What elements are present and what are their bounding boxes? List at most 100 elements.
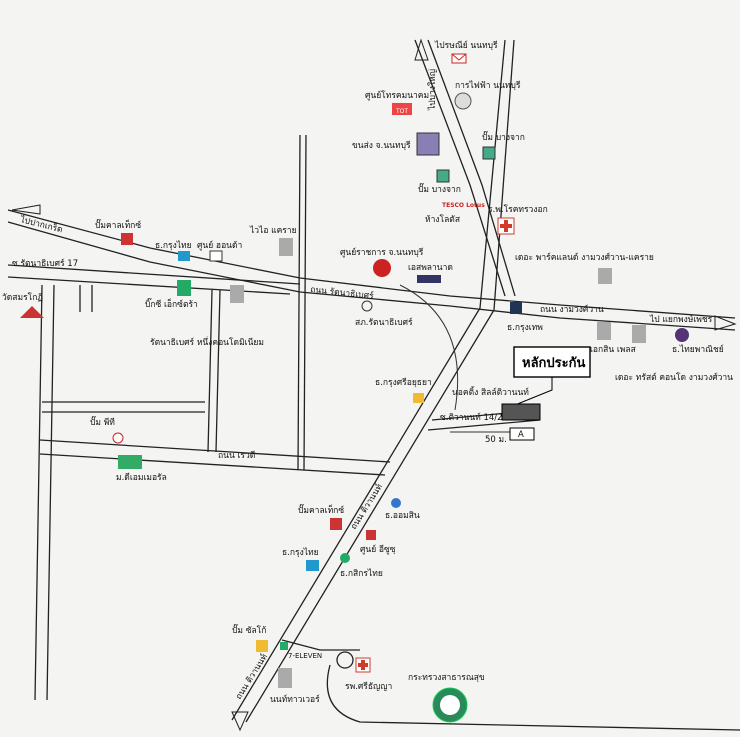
label-sport: นอคติ้ง สิลล์ติวานนท์ <box>452 386 529 398</box>
label-tiwanon: ถนน ติวานนท์ <box>348 482 385 532</box>
label-ktb-1: ธ.กรุงไทย <box>155 240 192 251</box>
northwest-road-a <box>414 39 506 297</box>
building-icon-ekachai <box>597 322 611 340</box>
label-ktb-2: ธ.กรุงไทย <box>282 547 319 558</box>
label-esplanade: เอสพลานาด <box>408 263 453 273</box>
bbl-icon <box>510 302 522 314</box>
garuda-icon <box>373 259 391 277</box>
building-icon-tower <box>278 668 292 688</box>
building-icon-wiwai <box>279 238 293 256</box>
label-tot: ศูนย์โทรคมนาคม <box>365 90 429 101</box>
label-soi-17: ซ.รัตนาธิเบศร์ 17 <box>12 258 78 269</box>
esplanade-logo <box>417 275 441 283</box>
bay-icon <box>413 393 424 403</box>
kbank-icon <box>340 553 350 563</box>
label-parkland: เดอะ พาร์คแลนด์ งามวงศ์วาน-แคราย <box>515 252 654 263</box>
label-sriya-hospital: รพ.ศรีธัญญา <box>345 681 392 692</box>
rewadi-road-b <box>39 453 386 476</box>
label-temple: วัดสมรโกฏิ <box>2 292 43 303</box>
label-isuzu: ศูนย์ อีซูซุ <box>360 544 396 555</box>
label-bigc: บิ๊กซี เอ็กซ์ตร้า <box>145 297 198 310</box>
mid-vertical-left <box>207 289 221 453</box>
arrow-right <box>714 315 737 331</box>
label-ptt-pt: ปั๊ม พีที <box>90 415 115 428</box>
target-plot <box>501 403 541 421</box>
label-post-office: ไปรษณีย์ นนทบุรี <box>434 40 498 51</box>
tesco-logo: TESCO Lotus <box>442 202 485 209</box>
roundabout <box>336 651 354 669</box>
label-ekachai: เอกสิน เพลส <box>590 345 637 355</box>
seven-icon <box>280 642 288 650</box>
arrow-up <box>414 38 429 61</box>
label-bbl: ธ.กรุงเทพ <box>507 323 543 333</box>
northwest-road-b <box>427 39 516 297</box>
label-shell: ปั๊ม ซัลโก้ <box>232 623 266 636</box>
label-condo: รัตนาธิเบศร์ หนึ่งคอนโดมิเนียม <box>150 336 264 348</box>
caltex-icon <box>121 233 133 245</box>
label-tower: นนท์ทาวเวอร์ <box>270 694 320 705</box>
label-wiwai: ไวไอ แคราย <box>249 225 297 236</box>
label-caltex-1: ปั๊มคาลเท็กซ์ <box>95 218 141 231</box>
ministry-seal-icon <box>432 687 468 723</box>
target-box: หลักประกัน <box>513 346 591 378</box>
marker-a-box <box>509 427 535 441</box>
hospital-cross-icon-2 <box>355 657 371 673</box>
left-stub <box>79 285 93 312</box>
building-icon-diamond <box>118 455 142 469</box>
label-bangchak-2: ปั๊ม บางจาก <box>418 182 461 195</box>
caltex-icon-2 <box>330 518 342 530</box>
label-seven: 7-ELEVEN <box>288 652 322 660</box>
label-trust-condo: เดอะ ทรัสต์ คอนโด งามวงศ์วาน <box>615 372 733 383</box>
label-chest-hospital: ร.พ.โรคทรวงอก <box>488 204 548 215</box>
label-honda: ศูนย์ ฮอนด้า <box>197 240 242 251</box>
ktb-icon <box>178 251 190 261</box>
curve-road <box>399 284 459 411</box>
building-icon-condo <box>230 285 244 303</box>
mid-vertical-b <box>303 134 307 471</box>
police-icon <box>361 300 373 312</box>
target-pointer <box>514 377 553 406</box>
bigc-icon <box>177 280 191 296</box>
transport-seal-icon <box>416 132 440 156</box>
building-icon-trust <box>632 325 646 343</box>
bangchak-icon-2 <box>436 169 450 183</box>
label-to-khae-rai: ไป แยกพงษ์เพชร <box>649 314 713 325</box>
label-soi-14-2: ซ.ติวานนท์ 14/2 <box>440 412 503 423</box>
label-gov-center: ศูนย์ราชการ จ.นนทบุรี <box>340 247 424 258</box>
arrow-down <box>231 711 249 732</box>
temple-icon <box>20 306 44 318</box>
shell-icon <box>256 640 268 652</box>
label-gsb: ธ.ออมสิน <box>385 511 420 521</box>
tiwanon-road-b <box>245 39 515 723</box>
label-tesco: ห้างโลตัส <box>425 214 461 225</box>
gsb-icon <box>391 498 401 508</box>
label-bay: ธ.กรุงศรีอยุธยา <box>375 377 432 388</box>
ktb-icon-2 <box>306 560 319 571</box>
label-caltex-2: ปั๊มคาลเท็กซ์ <box>298 503 344 516</box>
lower-branch <box>281 639 360 651</box>
label-ratanathibet: ถนน รัตนาธิเบศร์ <box>310 284 375 302</box>
rewadi-road-a <box>39 439 391 463</box>
isuzu-icon <box>366 530 376 540</box>
tot-logo-icon: TOT <box>392 103 412 115</box>
label-tiwanon-lower: ถนน ติวานนท์ <box>233 652 270 702</box>
mail-icon <box>451 53 467 64</box>
label-kbank: ธ.กสิกรไทย <box>340 568 383 579</box>
arrow-left-top <box>11 204 41 215</box>
label-electricity: การไฟฟ้า นนทบุรี <box>455 80 521 91</box>
left-cross-road <box>42 401 205 413</box>
label-rewadi: ถนน เรวดี <box>218 450 255 461</box>
bangchak-icon <box>482 146 496 160</box>
label-scb: ธ.ไทยพาณิชย์ <box>672 344 724 355</box>
label-police: สภ.รัตนาธิเบศร์ <box>355 317 413 328</box>
left-road-a <box>34 284 43 701</box>
lower-curve <box>326 664 740 731</box>
label-ngamwongwan: ถนน งามวงศ์วาน <box>540 304 604 315</box>
label-diamond: ม.ดีเอมเมอรัล <box>116 472 167 483</box>
hospital-cross-icon <box>497 217 515 235</box>
label-target: หลักประกัน <box>522 356 585 371</box>
svg-text:TOT: TOT <box>395 108 408 115</box>
left-road-b <box>46 284 55 701</box>
label-marker-a: A <box>518 430 524 440</box>
